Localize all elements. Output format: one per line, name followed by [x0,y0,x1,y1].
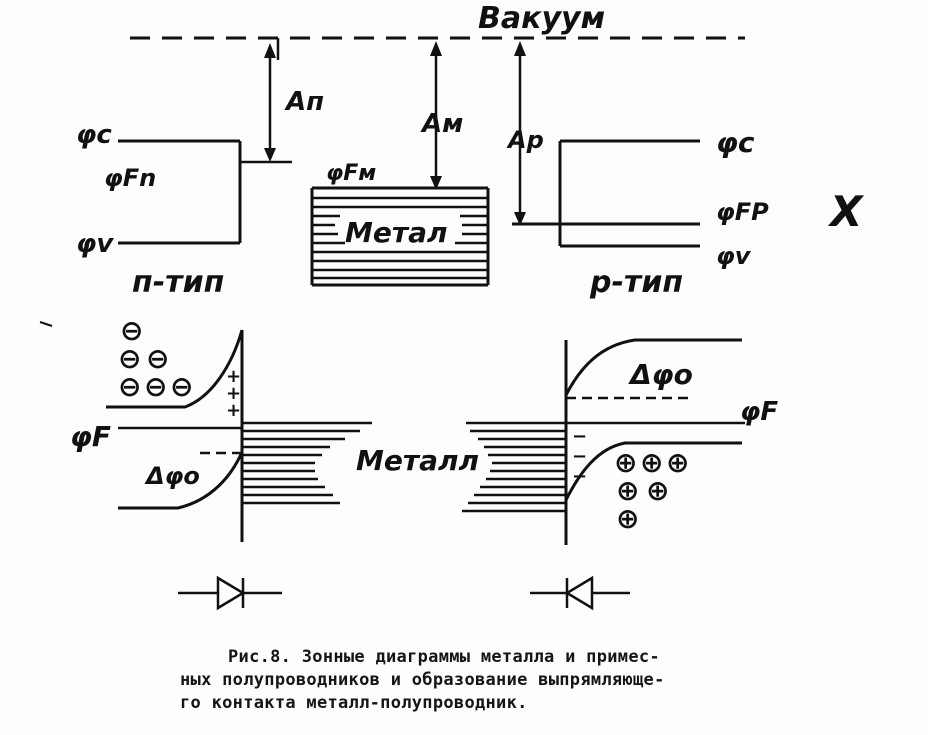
minus-charge: ⊖ [170,370,193,403]
minus-small: − [572,446,587,467]
plus-small: + [226,400,241,421]
a-m-arrow-head-bottom [430,176,442,190]
delta-phi-right-label: Δφo [628,358,693,391]
phi-f-right-label: φF [740,397,778,427]
minus-charge: ⊖ [120,314,143,347]
diode-symbol-left [178,575,282,611]
plus-charge: ⊕ [640,446,663,479]
p-type-label: p-тип [589,265,683,300]
negative-space-charge: − − − [572,426,587,487]
minus-charge: ⊖ [146,342,169,375]
a-n-label: Aп [284,87,324,117]
plus-charge: ⊕ [646,474,669,507]
phi-fp-label: φFP [716,198,769,226]
p-band-bending-lower [564,441,742,501]
a-p-arrow-head-top [514,41,526,56]
n-type-label: п-тип [132,265,224,300]
caption-line-2: ных полупроводников и образование выпрям… [180,670,665,690]
metal-bottom-label: Металл [356,444,479,477]
a-m-label: Aм [420,109,463,139]
figure-caption: Рис.8. Зонные диаграммы металла и примес… [180,646,800,715]
a-n-arrow-head-top [264,43,276,58]
stray-tick [39,321,53,327]
metal-hatching-right [462,421,566,513]
caption-line-3: го контакта металл-полупроводник. [180,693,528,713]
positive-charges: ⊕ ⊕ ⊕ ⊕ ⊕ ⊕ [614,446,689,535]
plus-charge: ⊕ [614,446,637,479]
delta-phi-left-label: Δφo [144,462,200,490]
minus-charge: ⊖ [144,370,167,403]
plus-small: + [226,383,241,404]
negative-charges: ⊖ ⊖ ⊖ ⊖ ⊖ ⊖ [118,314,193,403]
plus-charge: ⊕ [666,446,689,479]
positive-space-charge: + + + [226,366,241,421]
metal-top-label: Метал [345,216,447,249]
phi-fm-label: φFм [326,161,376,186]
minus-small: − [572,426,587,447]
plus-small: + [226,366,241,387]
plus-charge: ⊕ [616,474,639,507]
phi-f-left-label: φF [70,420,111,453]
n-band-bending-upper [106,329,244,409]
metal-hatching-left [242,421,372,505]
phi-v-left-label: φv [76,229,114,259]
a-m-arrow-head-top [430,41,442,56]
minus-charge: ⊖ [118,342,141,375]
margin-mark: X [827,187,865,236]
minus-charge: ⊖ [118,370,141,403]
a-n-arrow-head-bottom [264,148,276,162]
phi-c-right-label: φc [716,126,755,159]
minus-small: − [572,466,587,487]
vacuum-label: Вакуум [478,1,605,36]
plus-charge: ⊕ [616,502,639,535]
p-band-bending-upper [564,338,742,396]
metal-hatching [312,196,488,280]
phi-fn-label: φFn [104,164,156,192]
phi-v-right-label: φv [716,242,752,270]
a-p-arrow-head-bottom [514,212,526,226]
diode-symbol-right [530,575,630,611]
n-band-bending-lower [118,451,244,510]
caption-line-1: Рис.8. Зонные диаграммы металла и примес… [228,647,660,667]
phi-c-left-label: φc [76,120,112,150]
a-p-label: Ap [506,126,544,154]
